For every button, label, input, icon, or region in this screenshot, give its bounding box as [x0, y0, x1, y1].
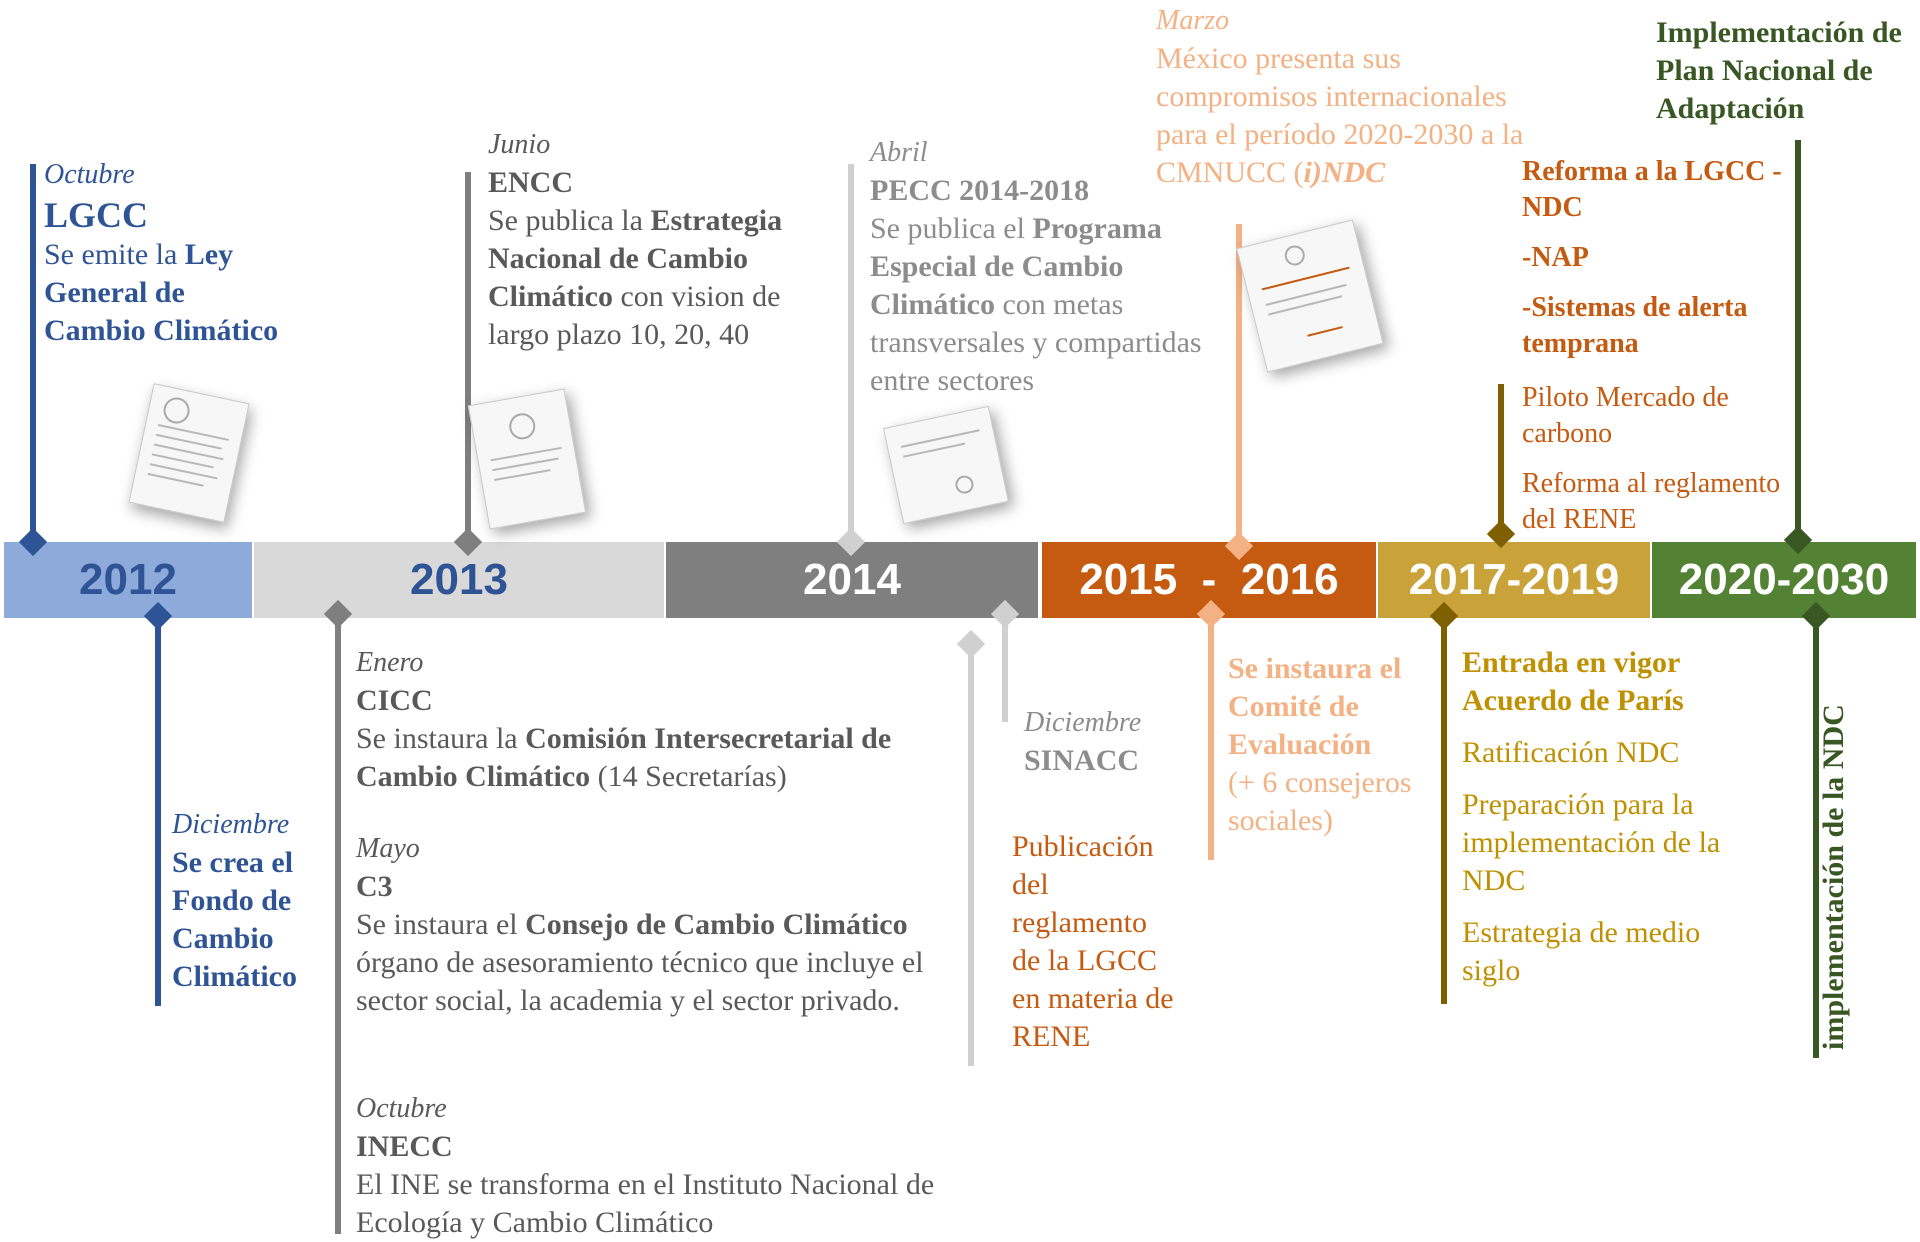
event-month: Enero [356, 647, 424, 678]
event-body-suffix: (14 Secretarías) [590, 760, 787, 793]
event-body: Publicación del reglamento de la LGCC en… [1012, 830, 1174, 1053]
event-month: Octubre [44, 159, 135, 190]
document-lgcc-thumbnail [128, 383, 250, 523]
segment-label: 2020-2030 [1678, 555, 1890, 604]
event-lgcc: Octubre LGCC Se emite la Ley General de … [44, 156, 284, 350]
event-ndc: Marzo México presenta sus compromisos in… [1156, 2, 1546, 192]
connector-encc [465, 172, 471, 542]
connector-paris [1441, 620, 1447, 1004]
connector-ndc [1236, 224, 1242, 542]
event-title: implementación de la NDC [1817, 704, 1850, 1050]
event-encc: Junio ENCC Se publica la Estrategia Naci… [488, 126, 818, 354]
paris-item: Estrategia de medio siglo [1462, 916, 1701, 987]
segment-2013: 2013 [254, 542, 664, 618]
mercado-item: Reforma al reglamento del RENE [1522, 468, 1781, 535]
event-body-prefix: Se publica la [488, 204, 651, 237]
event-title: CICC [356, 684, 433, 717]
event-title: PECC 2014-2018 [870, 174, 1090, 207]
connector-plan [1795, 140, 1801, 532]
event-sinacc: Diciembre SINACC [1024, 704, 1194, 780]
event-title: Entrada en vigor Acuerdo de París [1462, 646, 1684, 717]
segment-label: 2012 [79, 555, 177, 604]
event-title: C3 [356, 870, 393, 903]
segment-label: 2015 - 2016 [1079, 555, 1339, 604]
event-rene: Publicación del reglamento de la LGCC en… [1012, 828, 1176, 1056]
event-body-prefix: México presenta sus compromisos internac… [1156, 42, 1524, 189]
event-month: Junio [488, 129, 551, 160]
event-month: Diciembre [1024, 707, 1142, 738]
event-body-bold-italic: i)NDC [1303, 156, 1386, 189]
connector-lgcc [30, 164, 36, 542]
segment-2020-2030: 2020-2030 [1652, 542, 1916, 618]
event-title: Se instaura el Comité de Evaluación [1228, 652, 1402, 761]
reform-item: -NAP [1522, 242, 1589, 273]
event-title: SINACC [1024, 744, 1140, 777]
event-inecc: Octubre INECC El INE se transforma en el… [356, 1090, 946, 1242]
reform-item: -Sistemas de alerta temprana [1522, 292, 1748, 359]
event-body-bold: Ley General de Cambio Climático [44, 238, 279, 347]
event-reformas: Reforma a la LGCC -NDC -NAP -Sistemas de… [1522, 154, 1812, 362]
event-body-bold: Estrategia Nacional de Cambio Climático [488, 204, 783, 313]
event-body: (+ 6 consejeros sociales) [1228, 766, 1412, 837]
connector-comite [1208, 616, 1214, 860]
connector-rene [968, 646, 974, 1066]
paris-item: Ratificación NDC [1462, 736, 1680, 769]
event-body-bold: Programa Especial de Cambio Climático [870, 212, 1162, 321]
segment-2015-2016: 2015 - 2016 [1042, 542, 1376, 618]
event-body: El INE se transforma en el Instituto Nac… [356, 1168, 935, 1239]
event-mercado: Piloto Mercado de carbono Reforma al reg… [1522, 380, 1802, 538]
segment-label: 2017-2019 [1408, 555, 1620, 604]
connector-fondo [155, 620, 161, 1006]
event-c3: Mayo C3 Se instaura el Consejo de Cambio… [356, 830, 946, 1020]
event-body-bold: Comisión Intersecretarial de Cambio Clim… [356, 722, 892, 793]
event-month: Marzo [1156, 5, 1230, 36]
event-impl: implementación de la NDC [1812, 638, 1856, 1050]
event-body-prefix: Se publica el [870, 212, 1033, 245]
event-title: INECC [356, 1130, 453, 1163]
connector-impl [1813, 620, 1819, 1058]
event-cicc: Enero CICC Se instaura la Comisión Inter… [356, 644, 946, 796]
connector-cicc [335, 620, 341, 1234]
document-ndc-thumbnail [1236, 219, 1384, 373]
event-body-prefix: Se instaura la [356, 722, 526, 755]
connector-sinacc [1002, 612, 1008, 722]
segment-label: 2014 [803, 555, 901, 604]
document-encc-thumbnail [467, 388, 587, 530]
event-body-suffix: con metas transversales y compartidas en… [870, 288, 1202, 397]
event-month: Abril [870, 137, 928, 168]
event-month: Octubre [356, 1093, 447, 1124]
event-pecc: Abril PECC 2014-2018 Se publica el Progr… [870, 134, 1240, 400]
event-month: Diciembre [172, 809, 290, 840]
event-body-suffix: con vision de largo plazo 10, 20, 40 [488, 280, 781, 351]
connector-pecc [848, 164, 854, 542]
event-title: Implementación de Plan Nacional de Adapt… [1656, 16, 1902, 125]
document-pecc-thumbnail [882, 405, 1010, 525]
connector-mercado [1498, 384, 1504, 534]
event-month: Mayo [356, 833, 420, 864]
event-body-suffix: órgano de asesoramiento técnico que incl… [356, 946, 924, 1017]
event-plan: Implementación de Plan Nacional de Adapt… [1656, 14, 1918, 128]
event-body-prefix: Se emite la [44, 238, 185, 271]
event-title: LGCC [44, 195, 149, 235]
event-body-prefix: Se instaura el [356, 908, 526, 941]
paris-item: Preparación para la implementación de la… [1462, 788, 1721, 897]
event-title: Se crea el Fondo de Cambio Climático [172, 846, 297, 993]
event-paris: Entrada en vigor Acuerdo de París Ratifi… [1462, 644, 1792, 990]
segment-2017-2019: 2017-2019 [1378, 542, 1650, 618]
event-comite: Se instaura el Comité de Evaluación (+ 6… [1228, 650, 1434, 840]
event-fondo: Diciembre Se crea el Fondo de Cambio Cli… [172, 806, 322, 996]
event-body-bold: Consejo de Cambio Climático [525, 908, 908, 941]
segment-label: 2013 [410, 555, 508, 604]
marker-rene [956, 629, 986, 659]
mercado-item: Piloto Mercado de carbono [1522, 382, 1729, 449]
segment-2012: 2012 [4, 542, 252, 618]
event-title: ENCC [488, 166, 574, 199]
reform-item: Reforma a la LGCC -NDC [1522, 156, 1782, 223]
